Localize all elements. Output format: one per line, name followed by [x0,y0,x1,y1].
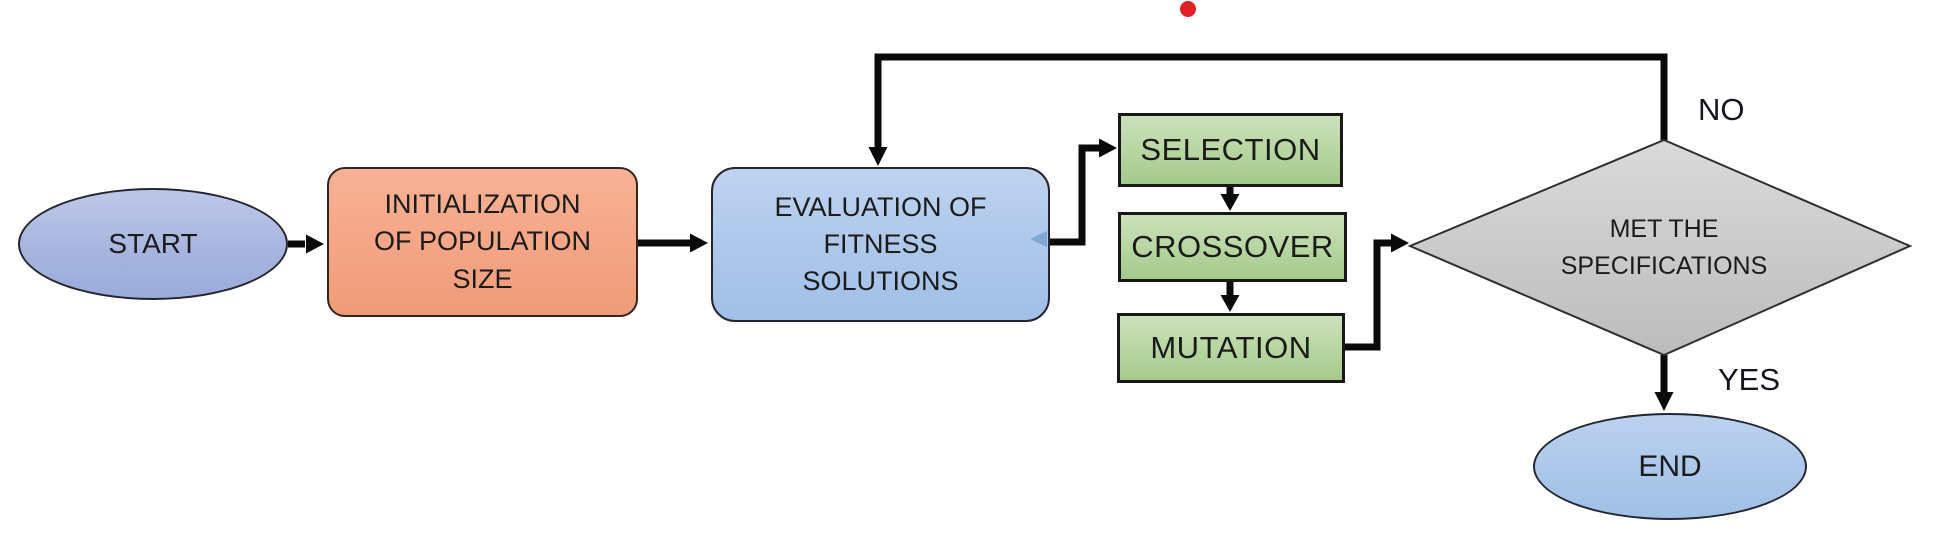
node-decision-diamond [1407,138,1913,357]
node-end-label: END [1638,449,1702,483]
edge-no-loop-arrowhead-icon [868,147,888,166]
node-start: START [18,188,288,300]
node-decision-text: MET THE SPECIFICATIONS [1464,163,1864,333]
node-evaluation-line: FITNESS [823,228,938,259]
edge-label-no: NO [1698,92,1745,127]
node-initialization-line: INITIALIZATION [384,189,581,220]
edge-init-eval-arrowhead-icon [690,233,708,253]
node-evaluation: EVALUATION OF FITNESS SOLUTIONS [711,167,1050,322]
edge-mutation-decision-arrowhead-icon [1391,233,1409,253]
edge-eval-selection-line [1048,144,1100,246]
node-crossover: CROSSOVER [1118,212,1347,282]
node-evaluation-line: EVALUATION OF [774,191,987,222]
node-selection-label: SELECTION [1140,131,1321,167]
edge-yes-arrowhead-icon [1654,392,1674,411]
node-initialization: INITIALIZATION OF POPULATION SIZE [327,167,638,317]
edge-no-loop-line [874,53,1668,148]
node-crossover-label: CROSSOVER [1131,228,1334,264]
edge-selection-crossover-arrowhead-icon [1220,194,1240,211]
node-initialization-line: OF POPULATION [373,226,592,257]
red-annotation-dot-icon [1180,1,1196,17]
edge-label-yes: YES [1718,362,1781,397]
node-mutation-label: MUTATION [1150,329,1312,365]
node-selection: SELECTION [1118,113,1343,187]
node-decision-line: SPECIFICATIONS [1560,252,1768,280]
node-end: END [1533,413,1807,520]
node-evaluation-line: SOLUTIONS [802,266,959,297]
node-mutation: MUTATION [1117,313,1345,383]
edge-eval-selection-arrowhead-icon [1099,138,1117,158]
edge-mutation-decision-line [1345,239,1392,351]
edge-crossover-mutation-arrowhead-icon [1220,295,1240,312]
small-blue-arrowhead-icon [1030,231,1047,247]
node-initialization-line: SIZE [452,263,513,294]
node-decision-line: MET THE [1609,215,1719,243]
edge-start-init-arrowhead-icon [306,234,324,254]
node-start-label: START [108,227,198,259]
